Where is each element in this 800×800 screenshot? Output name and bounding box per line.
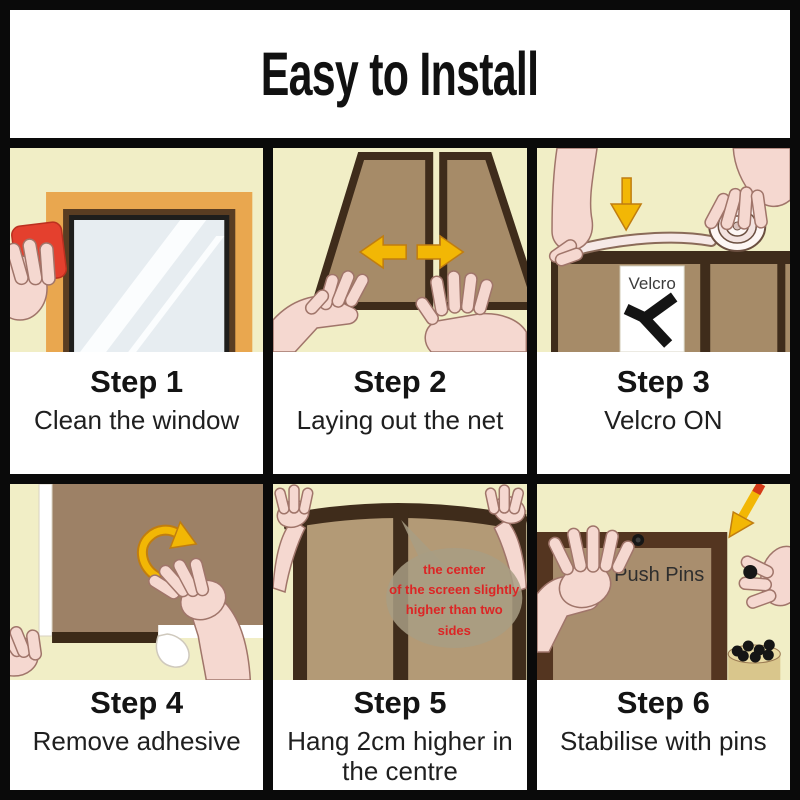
window xyxy=(46,192,253,352)
steps-grid: Step 1 Clean the window xyxy=(10,148,790,790)
hand-icon xyxy=(10,625,43,677)
hand-icon xyxy=(704,148,790,231)
hand-icon xyxy=(415,270,527,352)
hand-icon xyxy=(485,484,527,593)
step-4-panel: Step 4 Remove adhesive xyxy=(10,484,264,790)
step-2-illustration xyxy=(273,148,527,352)
hand-icon xyxy=(273,484,314,593)
pin-bowl-icon xyxy=(727,639,781,680)
hand-icon xyxy=(536,525,635,653)
bubble-line-3: higher than two xyxy=(406,602,503,617)
velcro-label-text: Velcro xyxy=(628,274,675,293)
step-4-caption-block: Step 4 Remove adhesive xyxy=(10,680,264,790)
arrow-right-icon xyxy=(416,234,465,270)
speech-bubble: the center of the screen slightly higher… xyxy=(386,520,523,648)
bubble-line-1: the center xyxy=(423,562,485,577)
hand-icon xyxy=(273,270,370,352)
arrow-left-icon xyxy=(359,234,408,270)
step-label: Step 5 xyxy=(353,685,447,720)
push-pins-scene: Push Pins xyxy=(536,484,790,680)
step-6-illustration: Push Pins xyxy=(536,484,790,680)
step-caption: Remove adhesive xyxy=(32,726,241,756)
hang-higher-scene: the center of the screen slightly higher… xyxy=(273,484,527,680)
step-label: Step 2 xyxy=(353,364,447,399)
step-caption: Laying out the net xyxy=(296,405,504,435)
remove-adhesive-scene xyxy=(10,484,264,680)
step-4-illustration xyxy=(10,484,264,680)
step-caption: Clean the window xyxy=(34,405,240,435)
step-6-caption-block: Step 6 Stabilise with pins xyxy=(536,680,790,790)
bubble-line-2: of the screen slightly xyxy=(389,582,520,597)
step-5-caption-block: Step 5 Hang 2cm higher in the centre xyxy=(273,680,527,790)
arrow-down-icon xyxy=(609,177,643,232)
velcro-hook-icon xyxy=(623,292,678,348)
step-5-illustration: the center of the screen slightly higher… xyxy=(273,484,527,680)
step-5-panel: the center of the screen slightly higher… xyxy=(273,484,527,790)
step-2-panel: Step 2 Laying out the net xyxy=(273,148,527,474)
laying-net-scene xyxy=(273,152,527,352)
step-caption: Velcro ON xyxy=(604,405,723,435)
step-3-illustration: Velcro xyxy=(537,148,790,352)
velcro-scene: Velcro xyxy=(548,148,790,352)
step-1-caption-block: Step 1 Clean the window xyxy=(10,352,264,474)
step-label: Step 1 xyxy=(90,364,184,399)
step-label: Step 4 xyxy=(90,685,184,720)
step-label: Step 6 xyxy=(616,685,710,720)
rotate-arrow-icon xyxy=(136,520,198,582)
page-title: Easy to Install xyxy=(261,39,539,109)
step-1-panel: Step 1 Clean the window xyxy=(10,148,264,474)
glass-reflection xyxy=(80,220,225,352)
clean-window-scene xyxy=(10,192,253,352)
step-1-illustration xyxy=(10,148,263,352)
step-2-caption-block: Step 2 Laying out the net xyxy=(273,352,527,474)
hand-icon xyxy=(148,557,252,680)
title-banner: Easy to Install xyxy=(10,10,790,138)
step-3-caption-block: Step 3 Velcro ON xyxy=(536,352,790,474)
step-6-panel: Push Pins xyxy=(536,484,790,790)
arrow-down-left-icon xyxy=(727,484,765,539)
push-pin-icon xyxy=(742,565,757,579)
step-3-panel: Velcro Step 3 Velcro ON xyxy=(536,148,790,474)
push-pin-icon xyxy=(631,534,644,546)
push-pins-label: Push Pins xyxy=(614,564,704,586)
hand-icon xyxy=(10,238,56,321)
bubble-line-4: sides xyxy=(438,623,471,638)
step-caption: Hang 2cm higher in the centre xyxy=(287,726,513,786)
velcro-label: Velcro xyxy=(619,265,685,352)
step-caption: Stabilise with pins xyxy=(559,726,767,756)
hand-icon xyxy=(548,148,598,267)
hand-icon xyxy=(738,545,790,609)
step-label: Step 3 xyxy=(616,364,710,399)
